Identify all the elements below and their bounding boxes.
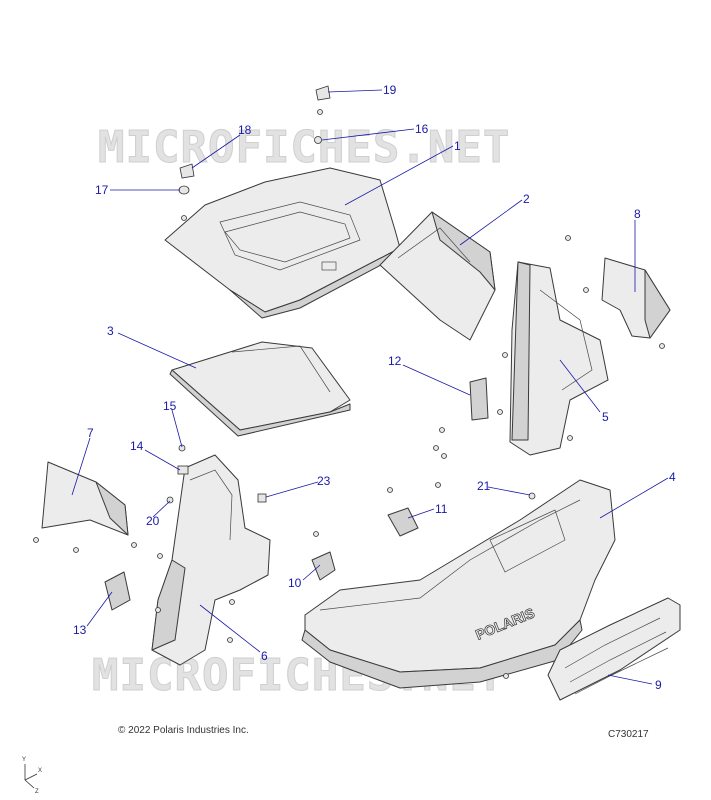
callout-17: 17 <box>95 183 109 197</box>
callout-19: 19 <box>383 83 397 97</box>
screw-21 <box>528 492 536 500</box>
callout-10: 10 <box>288 576 302 590</box>
screw-20 <box>166 496 174 504</box>
callout-21: 21 <box>477 479 491 493</box>
push-pin-15 <box>178 444 186 452</box>
fastener-group <box>33 109 665 679</box>
callout-5: 5 <box>602 410 609 424</box>
axis-y-label: Y <box>22 757 26 763</box>
part-lower-panel <box>169 341 351 437</box>
watermark-top: MICROFICHES.NET <box>98 122 510 173</box>
part-front-bumper: POLARIS <box>301 479 616 689</box>
callout-15: 15 <box>163 399 177 413</box>
callout-14: 14 <box>130 439 144 453</box>
part-hood <box>164 167 401 319</box>
callout-12: 12 <box>388 354 402 368</box>
part-side-panel-left <box>41 461 129 536</box>
grommet-17 <box>178 185 190 195</box>
callout-1: 1 <box>454 139 461 153</box>
callout-20: 20 <box>146 514 160 528</box>
mount-19 <box>315 85 331 101</box>
part-side-panel-right <box>601 257 671 339</box>
callout-3: 3 <box>107 324 114 338</box>
callout-4: 4 <box>669 470 676 484</box>
callout-16: 16 <box>415 122 429 136</box>
part-bracket-left <box>151 454 271 666</box>
nut-16 <box>314 136 322 144</box>
axis-triad: Y X Z <box>22 757 42 795</box>
callout-2: 2 <box>523 192 530 206</box>
callout-8: 8 <box>634 207 641 221</box>
part-grille <box>547 597 681 701</box>
part-bracket-right <box>509 261 609 456</box>
axis-z-label: Z <box>35 789 39 795</box>
axis-x-label: X <box>38 768 42 774</box>
diagram-code: C730217 <box>608 729 649 740</box>
callout-9: 9 <box>655 678 662 692</box>
clip-14 <box>177 465 189 475</box>
callout-labels: 1 2 3 4 5 6 7 8 9 10 11 12 13 14 15 16 1… <box>73 83 676 692</box>
callout-18: 18 <box>238 123 252 137</box>
leader-lines <box>71 89 669 685</box>
part-bracket-11 <box>387 507 419 537</box>
clip-23 <box>257 493 267 503</box>
part-bracket-13 <box>104 571 131 611</box>
part-side-panel-upper <box>379 211 496 341</box>
mount-18 <box>179 163 195 179</box>
callout-6: 6 <box>261 649 268 663</box>
callout-23: 23 <box>317 474 331 488</box>
copyright-notice: © 2022 Polaris Industries Inc. <box>118 725 249 736</box>
part-bracket-12 <box>469 377 489 421</box>
callout-7: 7 <box>87 426 94 440</box>
callout-11: 11 <box>435 502 448 516</box>
part-bracket-10 <box>311 551 336 581</box>
callout-13: 13 <box>73 623 87 637</box>
